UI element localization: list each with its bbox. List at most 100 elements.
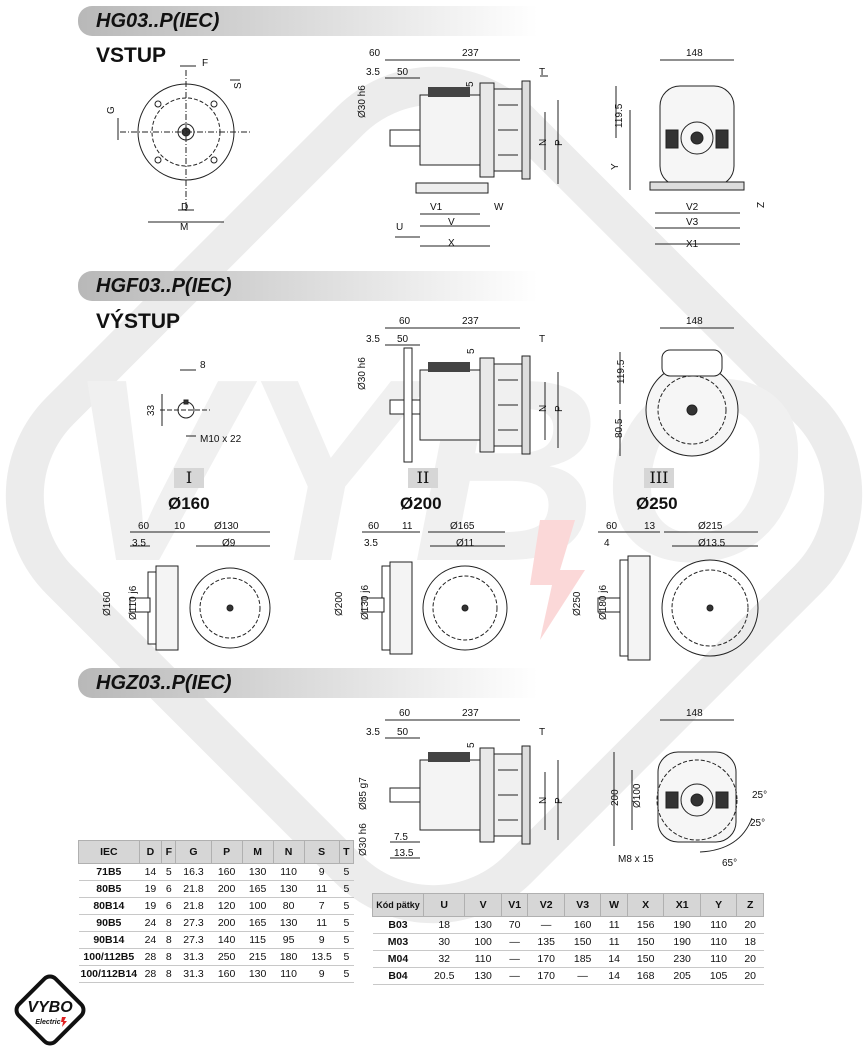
- dim-d250: Ø250: [572, 591, 583, 616]
- dim-w: W: [494, 202, 504, 213]
- table-cell: 31.3: [175, 965, 212, 983]
- table-cell: 5: [339, 931, 354, 949]
- dim-237: 237: [462, 48, 479, 59]
- table-cell: 8: [161, 965, 176, 983]
- table-cell: 165: [242, 880, 274, 898]
- table-cell: 250: [211, 948, 243, 966]
- dim-11: 11: [402, 521, 413, 532]
- table-cell: 6: [161, 880, 176, 898]
- table-header: M: [241, 840, 274, 864]
- dim-t-c: T: [539, 727, 545, 738]
- section-banner-hg03: HG03..P(IEC): [78, 6, 538, 36]
- table-cell: 156: [627, 916, 664, 934]
- label-vstup: VSTUP: [96, 44, 167, 67]
- table-header: Kód pätky: [372, 893, 424, 917]
- table-cell: 115: [242, 931, 274, 949]
- dim-237-c: 237: [462, 708, 479, 719]
- dim-y: Y: [610, 163, 621, 170]
- dim-z: Z: [756, 202, 767, 208]
- section-banner-hgz03: HGZ03..P(IEC): [78, 668, 538, 698]
- table-cell: 71B5: [78, 863, 140, 881]
- dim-shaft-30h6-c: Ø30 h6: [358, 823, 369, 856]
- section-title: HGZ03..P(IEC): [96, 672, 232, 694]
- table-cell: 24: [139, 914, 162, 932]
- table-cell: 24: [139, 931, 162, 949]
- dim-119-5: 119.5: [614, 103, 625, 128]
- dim-d130j6: Ø130 j6: [360, 585, 371, 620]
- table-header: U: [422, 893, 466, 917]
- table-cell: 160: [211, 863, 243, 881]
- table-cell: 185: [564, 950, 601, 968]
- table-header: Y: [699, 893, 738, 917]
- table-cell: —: [501, 933, 528, 951]
- table-cell: —: [564, 967, 601, 985]
- table-cell: 9: [304, 931, 340, 949]
- table-cell: 11: [600, 916, 628, 934]
- table-cell: 6: [161, 897, 176, 915]
- table-header: S: [303, 840, 340, 864]
- dim-50-b: 50: [397, 334, 409, 345]
- table-cell: 110: [273, 965, 305, 983]
- table-cell: 110: [700, 916, 737, 934]
- dim-u: U: [396, 222, 403, 233]
- table-header: F: [161, 840, 177, 864]
- dim-d110j6: Ø110 j6: [128, 585, 139, 620]
- dim-v2: V2: [686, 202, 699, 213]
- dim-33: 33: [146, 404, 157, 416]
- table-cell: 14: [139, 863, 162, 881]
- dim-50-c: 50: [397, 727, 409, 738]
- table-cell: 95: [273, 931, 305, 949]
- flange-dia-1: Ø160: [168, 494, 210, 513]
- table-cell: 11: [304, 914, 340, 932]
- table-cell: 110: [700, 950, 737, 968]
- table-cell: 8: [161, 948, 176, 966]
- dim-d160: Ø160: [102, 591, 113, 616]
- dim-x: X: [448, 238, 455, 249]
- table-cell: 18: [736, 933, 764, 951]
- table-cell: 140: [211, 931, 243, 949]
- table-header: X: [626, 893, 665, 917]
- table-cell: B04: [372, 967, 424, 985]
- dim-v: V: [448, 217, 455, 228]
- table-cell: 190: [663, 933, 701, 951]
- dim-g: G: [106, 106, 117, 114]
- table-cell: 90B14: [78, 931, 140, 949]
- dim-8: 8: [200, 360, 206, 371]
- table-cell: 105: [700, 967, 737, 985]
- flange-i-drawings: [129, 531, 271, 651]
- table-cell: 20: [736, 967, 764, 985]
- dim-5: 5: [465, 81, 476, 87]
- table-cell: 80B5: [78, 880, 140, 898]
- dim-p-c: P: [554, 797, 565, 804]
- dim-5-c: 5: [466, 742, 477, 748]
- table-cell: 5: [161, 863, 176, 881]
- gearbox-front-view-3: [613, 719, 753, 853]
- table-cell: —: [501, 950, 528, 968]
- dim-d215: Ø215: [698, 521, 723, 532]
- dim-13: 13: [644, 521, 656, 532]
- dim-60-i: 60: [138, 521, 150, 532]
- dim-s: S: [233, 82, 244, 89]
- table-header: IEC: [78, 840, 140, 864]
- dim-200: 200: [610, 789, 621, 806]
- table-cell: 110: [273, 863, 305, 881]
- table-cell: 20: [736, 916, 764, 934]
- gearbox-side-view-2: [389, 347, 531, 463]
- table-cell: 18: [423, 916, 465, 934]
- table-cell: —: [527, 916, 565, 934]
- dim-148: 148: [686, 48, 703, 59]
- table-cell: 100: [242, 897, 274, 915]
- dim-60: 60: [369, 48, 381, 59]
- table-cell: M03: [372, 933, 424, 951]
- gearbox-side-view-3: [389, 745, 531, 845]
- table-header: D: [138, 840, 163, 864]
- table-header: N: [272, 840, 305, 864]
- flange-roman-2: II: [408, 468, 438, 488]
- flange-roman-3: III: [644, 468, 674, 488]
- table-cell: 21.8: [175, 897, 212, 915]
